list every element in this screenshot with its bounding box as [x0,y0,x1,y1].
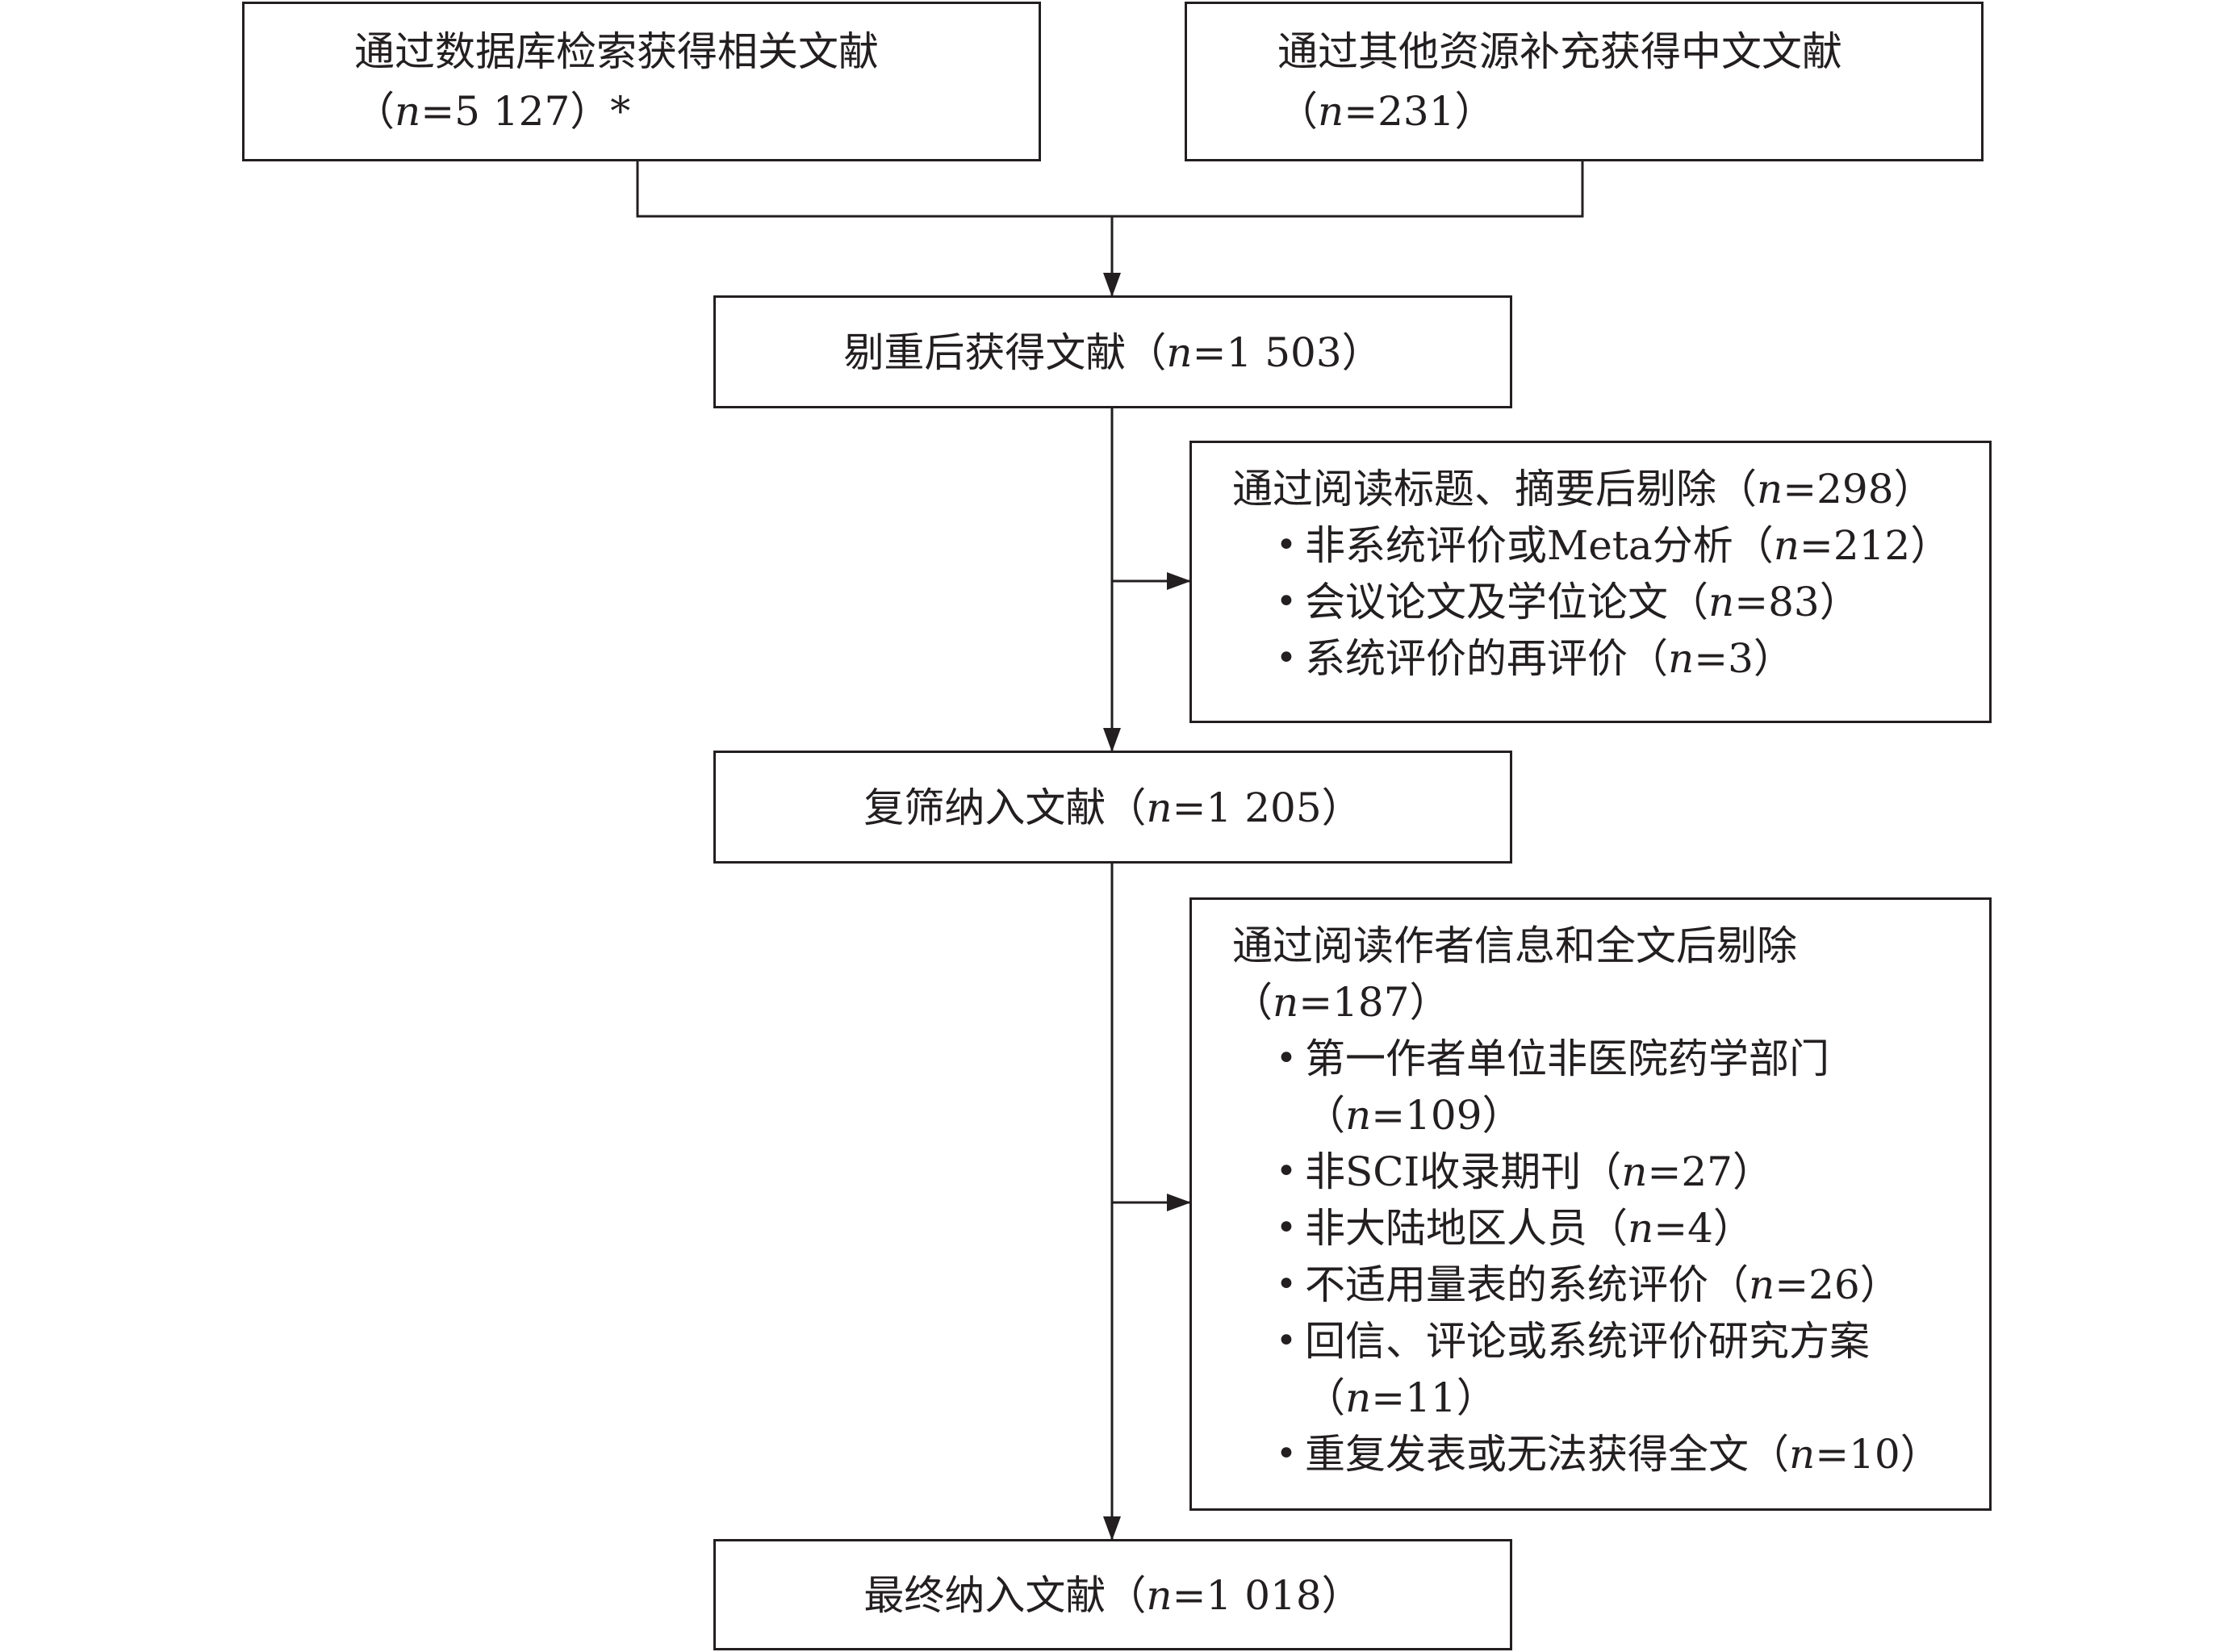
exclusion-1-title: 通过阅读标题、摘要后剔除（n=298） [1232,466,1934,512]
exclusion-2-item: 重复发表或无法获得全文（n=10） [1305,1431,1941,1478]
other-sources-count: （n=231） [1277,88,1495,135]
exclusion-1-item: 系统评价的再评价（n=3） [1305,635,1794,682]
exclusion-2-item: 不适用量表的系统评价（n=26） [1305,1261,1900,1308]
exclusion-2-box: 通过阅读作者信息和全文后剔除 （n=187） • 第一作者单位非医院药学部门 （… [1189,897,1992,1511]
exclusion-2-item: 非SCI收录期刊（n=27） [1305,1148,1773,1195]
exclusion-2-title: 通过阅读作者信息和全文后剔除 [1232,922,1797,969]
exclusion-1-bullet: • [1276,638,1297,679]
after-dedup-text: 剔重后获得文献（n=1 503） [843,329,1382,376]
final-included-text: 最终纳入文献（n=1 018） [863,1572,1362,1619]
exclusion-1-bullet: • [1276,525,1297,566]
exclusion-2-bullet: • [1276,1433,1297,1474]
exclusion-2-bullet: • [1276,1151,1297,1192]
exclusion-1-bullet: • [1276,581,1297,622]
exclusion-1-item: 会议论文及学位论文（n=83） [1305,579,1860,625]
exclusion-2-item: 非大陆地区人员（n=4） [1305,1205,1754,1252]
final-included-box: 最终纳入文献（n=1 018） [713,1539,1512,1650]
database-search-box: 通过数据库检索获得相关文献 （n=5 127）* [242,2,1041,161]
exclusion-2-count: （n=187） [1232,979,1450,1026]
other-sources-title: 通过其他资源补充获得中文文献 [1277,28,1842,75]
exclusion-2-item-label: 第一作者单位非医院药学部门 [1305,1035,1829,1082]
exclusion-1-box: 通过阅读标题、摘要后剔除（n=298） • 非系统评价或Meta分析（n=212… [1189,441,1992,723]
exclusion-2-item-label: 回信、评论或系统评价研究方案 [1305,1318,1870,1365]
exclusion-2-bullet: • [1276,1264,1297,1305]
database-search-title: 通过数据库检索获得相关文献 [354,28,879,75]
exclusion-2-item-count: （n=11） [1305,1374,1497,1421]
exclusion-2-bullet: • [1276,1038,1297,1079]
merge-connector [636,161,1584,218]
second-screen-text: 复筛纳入文献（n=1 205） [863,784,1362,831]
exclusion-2-item-count: （n=109） [1305,1092,1523,1139]
exclusion-2-bullet: • [1276,1207,1297,1248]
after-dedup-box: 剔重后获得文献（n=1 503） [713,295,1512,408]
exclusion-2-bullet: • [1276,1320,1297,1361]
other-sources-box: 通过其他资源补充获得中文文献 （n=231） [1185,2,1984,161]
exclusion-1-item: 非系统评价或Meta分析（n=212） [1305,522,1951,569]
second-screen-box: 复筛纳入文献（n=1 205） [713,751,1512,864]
database-search-count: （n=5 127）* [354,88,631,135]
